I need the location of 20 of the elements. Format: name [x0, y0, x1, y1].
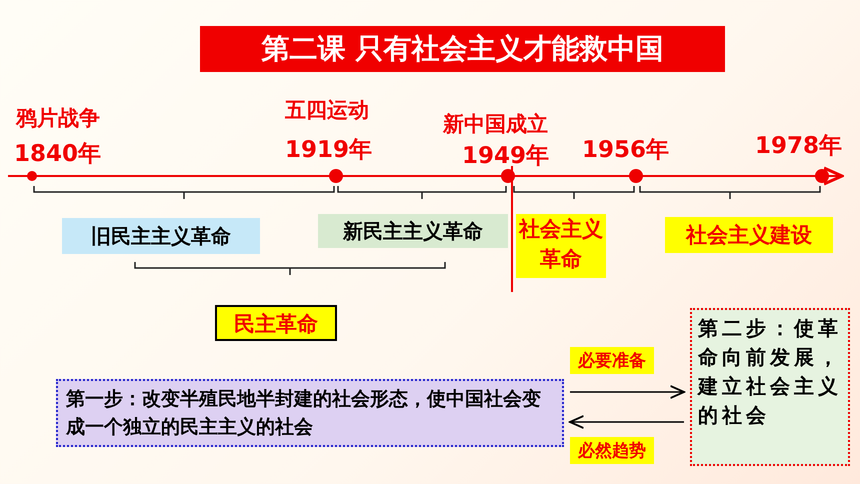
period-label: 民主革命 [215, 305, 337, 341]
edge-label: 必要准备 [570, 347, 654, 374]
period-label: 旧民主主义革命 [62, 218, 260, 254]
period-label: 社会主义革命 [516, 214, 606, 278]
title-banner: 第二课 只有社会主义才能救中国 [200, 26, 725, 72]
arrow [570, 385, 685, 399]
step-box: 第一步：改变半殖民地半封建的社会形态，使中国社会变成一个独立的民主主义的社会 [56, 379, 564, 447]
period-label: 社会主义建设 [665, 217, 833, 253]
event-label: 五四运动 [285, 97, 369, 124]
event-label: 鸦片战争 [16, 105, 100, 132]
year-label: 1919年 [285, 136, 372, 165]
period-label: 新民主主义革命 [318, 214, 508, 248]
event-label: 新中国成立 [443, 111, 548, 138]
year-label: 1978年 [755, 132, 842, 161]
year-label: 1840年 [14, 140, 102, 169]
arrow [569, 415, 684, 429]
edge-label: 必然趋势 [570, 437, 654, 464]
year-label: 1949年 [462, 142, 550, 171]
step-box: 第二步：使革命向前发展，建立社会主义的社会 [690, 308, 850, 466]
year-label: 1956年 [582, 136, 670, 165]
